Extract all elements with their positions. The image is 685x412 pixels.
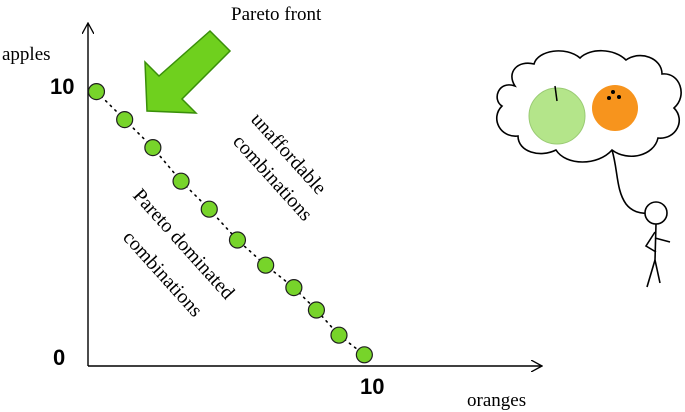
- pareto-front-arrow: [144, 29, 232, 114]
- orange-dot: [617, 95, 621, 99]
- pareto-front-dotted-line: [95, 90, 366, 356]
- pareto-point-1: [87, 82, 106, 101]
- y-axis-label: apples: [2, 44, 51, 65]
- pareto-point-7: [257, 256, 275, 274]
- orange-icon: [592, 85, 638, 131]
- thought-bubble-tail: [611, 149, 649, 215]
- pareto-front-line: [95, 90, 366, 356]
- pareto-point-2: [116, 110, 134, 129]
- x-axis-label: oranges: [467, 390, 526, 411]
- pareto-point-10: [330, 326, 348, 344]
- pareto-point-8: [285, 279, 303, 297]
- pareto-point-11: [355, 346, 373, 364]
- orange-dot: [611, 90, 615, 94]
- y-tick-10: 10: [50, 74, 74, 99]
- pareto-point-5: [200, 200, 218, 218]
- pareto-point-4: [172, 172, 190, 190]
- orange-dot: [607, 96, 611, 100]
- pareto-point-3: [144, 139, 162, 157]
- pareto-point-6: [228, 231, 247, 249]
- pareto-points: [87, 82, 373, 364]
- apple-icon: [528, 87, 586, 145]
- pareto-point-9: [307, 301, 326, 319]
- thought-bubble-icon: [496, 49, 682, 163]
- stick-figure-icon: [644, 201, 671, 288]
- x-tick-10: 10: [360, 374, 384, 399]
- pareto-front-label: Pareto front: [231, 4, 322, 25]
- apple-stem: [554, 85, 558, 102]
- y-tick-0: 0: [53, 345, 65, 370]
